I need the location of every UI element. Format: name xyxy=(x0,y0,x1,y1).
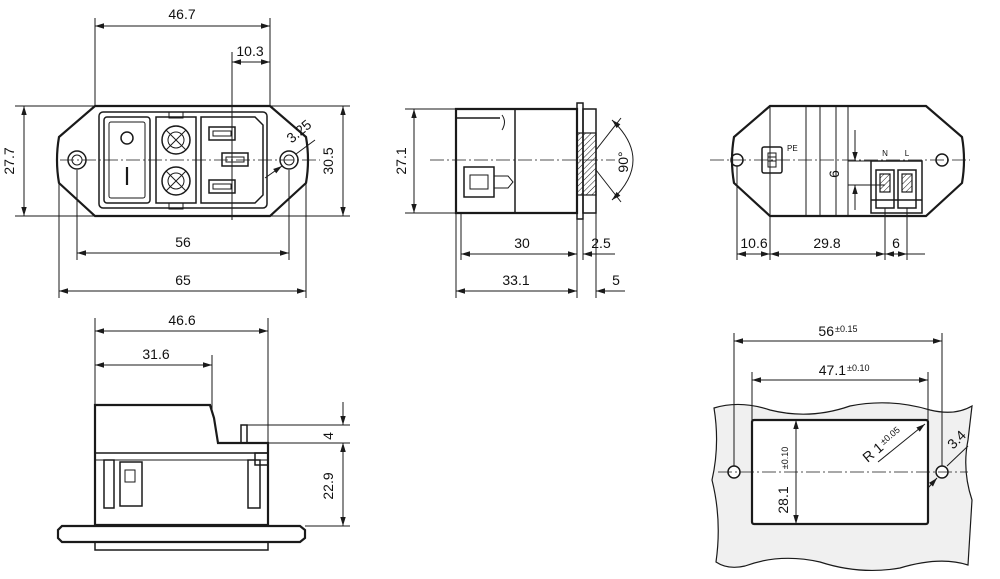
front-view: 46.7 10.3 3.25 27.7 30.5 56 65 xyxy=(1,6,350,298)
side-dim-offset: 5 xyxy=(612,272,620,288)
rear-label-l: L xyxy=(905,149,910,158)
cutout-tol-width: ±0.10 xyxy=(847,363,869,373)
front-flange-outline xyxy=(55,104,310,218)
side-dim-body: 30 xyxy=(514,235,530,251)
rear-view: PE N L 6 10.6 29.8 6 xyxy=(710,104,970,260)
switch-off-symbol xyxy=(120,131,134,145)
bottom-dim-step: 31.6 xyxy=(142,346,169,362)
front-dim-hole-spacing: 56 xyxy=(175,234,191,250)
rear-dim-left: 10.6 xyxy=(740,235,767,251)
fuse-holder xyxy=(155,111,197,210)
cutout-dim-hole-spacing: 56 xyxy=(818,323,834,339)
side-hatched-wall xyxy=(576,132,597,196)
rear-dim-right: 6 xyxy=(892,235,900,251)
cutout-dim-height: 28.1 xyxy=(775,486,791,513)
iec-socket xyxy=(200,116,264,204)
side-dim-flange: 2.5 xyxy=(591,235,611,251)
side-dim-angle: 90° xyxy=(615,151,631,172)
front-dim-height-right: 30.5 xyxy=(320,147,336,174)
svg-text:47.1: 47.1 xyxy=(819,362,846,378)
panel-cutout-view: 56 ±0.15 47.1 ±0.10 28.1 ±0.10 R 1 ±0.05… xyxy=(711,323,973,571)
cutout-dim-width: 47.1 xyxy=(819,362,846,378)
rocker-switch xyxy=(103,116,151,204)
front-dim-top: 46.7 xyxy=(168,6,195,22)
bottom-body xyxy=(93,403,270,527)
rear-label-pe: PE xyxy=(787,144,798,153)
front-dim-inner: 10.3 xyxy=(236,43,263,59)
bottom-dim-width: 46.6 xyxy=(168,312,195,328)
front-dim-overall-width: 65 xyxy=(175,272,191,288)
rear-dim-terminal-gap: 6 xyxy=(826,170,842,178)
bottom-pin xyxy=(240,424,248,444)
rear-nl-terminal-block xyxy=(870,160,923,214)
svg-text:56: 56 xyxy=(818,323,834,339)
side-view: 27.1 90° 30 2.5 33.1 5 xyxy=(393,102,634,298)
side-dim-overall: 33.1 xyxy=(502,272,529,288)
rear-flange-outline xyxy=(730,104,966,218)
bottom-dim-pin: 4 xyxy=(320,432,336,440)
side-body xyxy=(454,107,579,215)
cutout-tol-hole-spacing: ±0.15 xyxy=(835,324,857,334)
front-dim-height-left: 27.7 xyxy=(1,147,17,174)
bottom-view: 46.6 31.6 4 22.9 xyxy=(56,312,350,551)
cutout-tol-height: ±0.10 xyxy=(780,447,790,469)
side-dim-height: 27.1 xyxy=(393,147,409,174)
rear-label-n: N xyxy=(882,149,888,158)
rear-pe-terminal xyxy=(761,146,783,174)
bottom-mounting-flange xyxy=(56,524,307,544)
bottom-dim-depth: 22.9 xyxy=(320,472,336,499)
rear-dim-mid: 29.8 xyxy=(813,235,840,251)
